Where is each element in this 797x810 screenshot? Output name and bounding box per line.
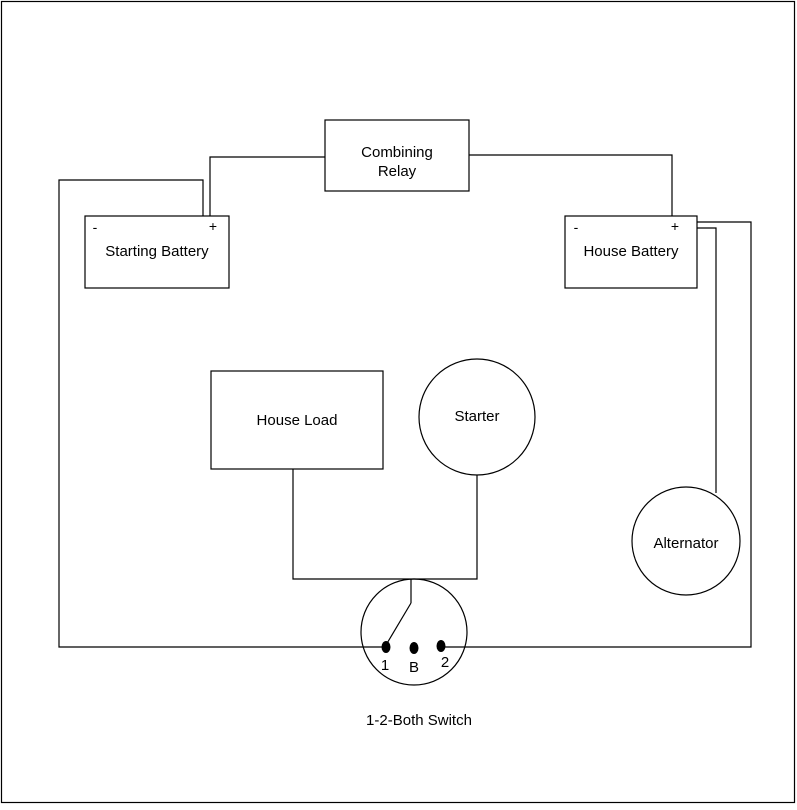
- switch-terminal-2-label: 2: [441, 654, 449, 671]
- alternator-circle: [631, 486, 741, 596]
- house-load: House Load: [210, 370, 384, 470]
- house-battery-negative-sign: -: [574, 219, 579, 235]
- house-battery-box: [564, 215, 698, 289]
- wire-house-positive-to-switch-2: [441, 221, 752, 648]
- starting-battery-negative-sign: -: [93, 219, 98, 235]
- house-battery-positive-sign: +: [671, 218, 679, 234]
- starter-circle: [418, 358, 536, 476]
- switch-terminal-1-label: 1: [381, 657, 389, 674]
- switch-terminal-b-label: B: [409, 659, 419, 676]
- alternator: Alternator: [631, 486, 741, 596]
- battery-switch: 1 B 2 1-2-Both Switch: [360, 578, 472, 729]
- starter-label: Starter: [454, 408, 499, 425]
- combining-relay-box: [324, 119, 470, 192]
- combining-relay-label-line1: Combining: [361, 144, 433, 161]
- house-battery-label: House Battery: [583, 243, 679, 260]
- switch-terminal-2-dot: [436, 640, 446, 652]
- house-load-box: [210, 370, 384, 470]
- starting-battery: - + Starting Battery: [84, 215, 230, 289]
- wire-relay-to-house-positive: [469, 154, 673, 216]
- battery-switch-circle: [360, 578, 468, 686]
- house-load-label: House Load: [257, 412, 338, 429]
- wires: [58, 154, 752, 648]
- switch-terminal-1-dot: [381, 641, 391, 653]
- combining-relay-label-line2: Relay: [378, 163, 417, 180]
- switch-blade: [385, 602, 412, 646]
- battery-switch-label: 1-2-Both Switch: [366, 712, 472, 729]
- combining-relay: Combining Relay: [324, 119, 470, 192]
- switch-terminal-b-dot: [409, 642, 419, 654]
- starter: Starter: [418, 358, 536, 476]
- house-battery: - + House Battery: [564, 215, 698, 289]
- starting-battery-box: [84, 215, 230, 289]
- starting-battery-positive-sign: +: [209, 218, 217, 234]
- wire-house-positive-to-alternator: [697, 227, 717, 493]
- alternator-label: Alternator: [653, 535, 718, 552]
- starting-battery-label: Starting Battery: [105, 243, 209, 260]
- wire-starting-positive-to-relay: [209, 156, 325, 216]
- wire-loads-common: [292, 469, 478, 580]
- wire-starting-positive-to-switch-1: [58, 179, 386, 648]
